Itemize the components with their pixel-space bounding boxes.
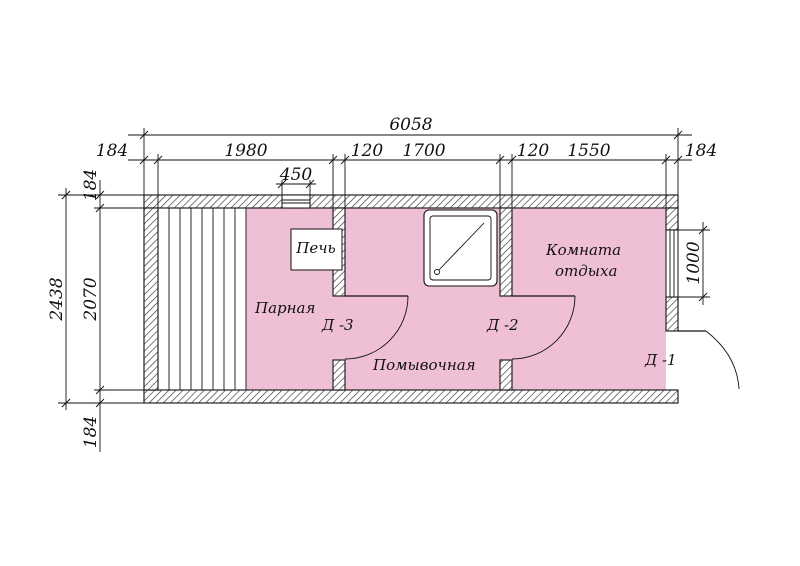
door-label-d3: Д -3: [321, 316, 354, 334]
right-window: [665, 222, 679, 305]
dim-room-komnata: 1550: [567, 141, 610, 161]
dim-overall-width: 6058: [389, 115, 432, 135]
dim-entrance-door: 1000: [684, 241, 704, 284]
dim-overall-height: 2438: [47, 277, 67, 321]
room-label-komnata-2: отдыха: [555, 262, 617, 280]
dim-partition-2: 120: [517, 141, 550, 161]
room-label-parnaya: Парная: [254, 299, 315, 317]
stove-label: Печь: [295, 239, 335, 257]
door-label-d2: Д -2: [486, 316, 519, 334]
dim-room-parnaya: 1980: [224, 141, 267, 161]
passage-d2: [500, 296, 512, 360]
horizontal-dimensions: [128, 128, 692, 208]
dim-room-pomyvochnaya: 1700: [402, 141, 445, 161]
dim-bottom-wall: 184: [81, 416, 101, 448]
passage-d3: [333, 296, 345, 360]
komnata-floor: [512, 208, 666, 390]
dim-inner-height: 2070: [81, 277, 101, 321]
door-label-d1: Д -1: [644, 351, 677, 369]
door-d1: [678, 330, 740, 390]
dim-left-wall: 184: [96, 141, 128, 161]
door-d2: [511, 295, 576, 360]
sauna-bench: [157, 207, 247, 391]
room-label-pomyvochnaya: Помывочная: [372, 356, 476, 374]
door-d3: [344, 295, 409, 360]
outer-walls: [143, 194, 679, 404]
stove: Печь: [290, 228, 343, 271]
room-label-komnata-1: Комната: [545, 241, 621, 259]
vertical-dimensions: [58, 180, 710, 452]
dim-partition-1: 120: [351, 141, 384, 161]
top-window: [281, 194, 311, 209]
shower-tray: [423, 209, 498, 287]
dim-right-wall: 184: [685, 141, 717, 161]
dim-window: 450: [279, 165, 313, 185]
dim-top-wall: 184: [81, 169, 101, 201]
